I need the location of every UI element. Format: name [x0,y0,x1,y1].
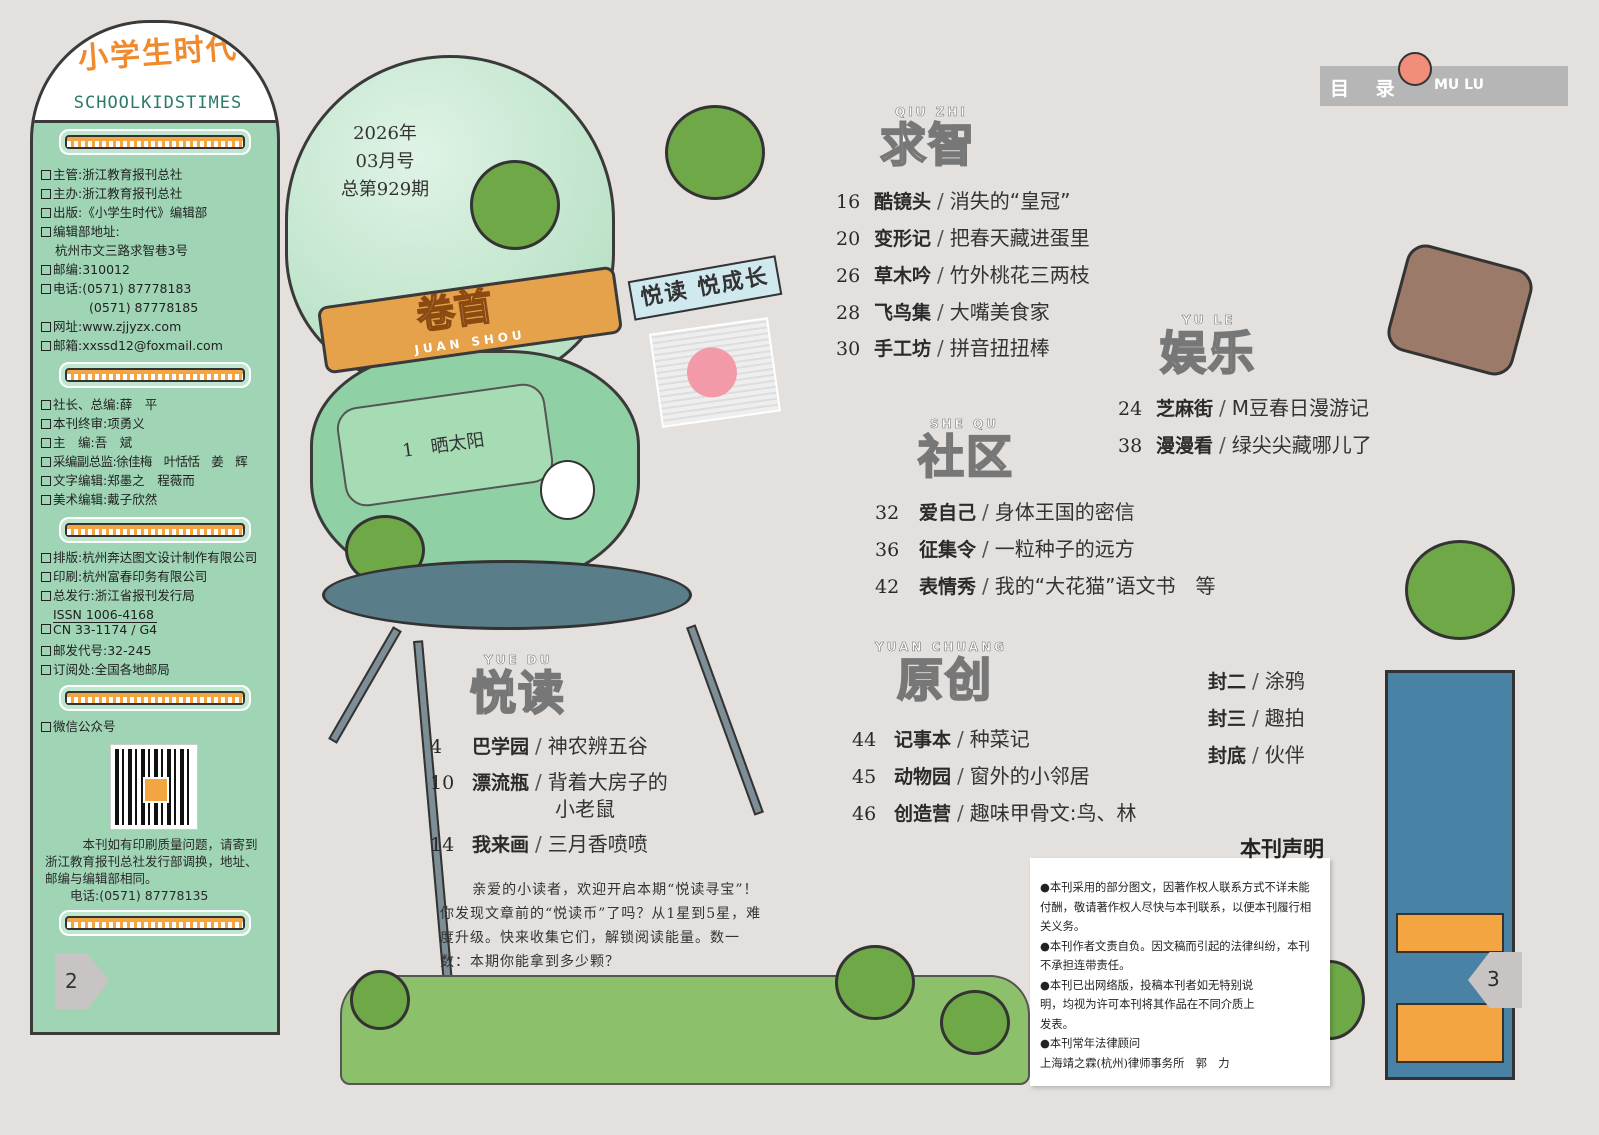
issue-total: 总第929期 [340,179,430,200]
statement-item: ●本刊作者文责自负。因文稿而引起的法律纠纷，本刊不承担连带责任。 [1040,939,1310,973]
page-number-left: 2 [55,953,109,1009]
issue-info: 2026年 03月号 总第929期 [335,120,435,204]
info-line: 总发行:浙江省报刊发行局 [41,586,195,605]
mascot-icon [1398,52,1432,86]
robot-arm [328,626,402,744]
issue-year: 2026年 [353,123,417,144]
flying-character-illustration [665,105,765,200]
info-line: 电话:(0571) 87778183 [41,279,191,298]
divider-tube [65,916,245,930]
toc-cover-item[interactable]: 封二/涂鸦 [1208,669,1305,693]
statement-item: ●本刊常年法律顾问 [1040,1037,1141,1050]
info-line: 邮发代号:32-245 [41,641,152,660]
info-line: 本刊终审:项勇义 [41,414,145,433]
juanshou-page: 1 [401,439,416,462]
issue-month: 03月号 [355,151,415,172]
contents-title-pinyin: MU LU [1434,77,1484,93]
logo-subtitle: SCHOOLKIDSTIMES [73,93,243,113]
wechat-qr-code[interactable] [110,744,198,830]
info-line: 排版:杭州奔达图文设计制作有限公司 [41,548,257,567]
yuedu-flag: 悦读 悦成长 [627,255,783,321]
toc-cover-item[interactable]: 封三/趣拍 [1208,706,1305,730]
green-character-illustration [350,970,410,1030]
info-line: 主办:浙江教育报刊总社 [41,184,182,203]
grass-illustration [340,975,1030,1085]
info-line: 微信公众号 [41,717,116,736]
logo-title: 小学生时代 [76,30,239,77]
robot-leg [686,624,764,816]
brown-character-illustration [1382,240,1538,380]
info-line: 文字编辑:郑墨之 程薇而 [41,471,195,490]
statement-item: ●本刊采用的部分图文，因著作权人联系方式不详未能付酬，敬请著作权人尽快与本刊联系… [1040,881,1312,933]
info-line: 印刷:杭州富春印务有限公司 [41,567,207,586]
yuedu-intro-text: 亲爱的小读者，欢迎开启本期“悦读寻宝”！你发现文章前的“悦读币”了吗？从1星到5… [440,882,762,970]
contents-header: 目 录 MU LU [1320,52,1568,106]
toc-cover-item[interactable]: 封底/伙伴 [1208,743,1305,767]
info-line: 主管:浙江教育报刊总社 [41,165,182,184]
info-line: (0571) 87778185 [89,300,199,315]
statement-title: 本刊声明 [1240,837,1324,861]
green-character-illustration [1405,540,1515,640]
info-line: 采编副总监:徐佳梅 叶恬恬 姜 辉 [41,452,248,471]
info-line: 编辑部地址: [41,222,120,241]
divider-tube [65,523,245,537]
juanshou-title: 卷首 [413,283,496,339]
info-line: 主 编:吾 斌 [41,433,132,452]
statement-item: ●本刊已出网络版，投稿本刊者如无特别说明，均视为许可本刊将其作品在不同介质上发表… [1040,978,1255,1031]
juanshou-article: 晒太阳 [429,429,486,458]
masthead-panel: 小学生时代 SCHOOLKIDSTIMES 主管:浙江教育报刊总社 主办:浙江教… [30,20,280,1035]
divider-tube [65,368,245,382]
info-line: 邮箱:xxssd12@foxmail.com [41,336,223,355]
shelf-illustration [1385,670,1515,1080]
green-character-illustration [470,160,560,250]
info-line: 社长、总编:薛 平 [41,395,157,414]
logo: 小学生时代 SCHOOLKIDSTIMES [33,23,277,123]
contents-title: 目 录 [1330,78,1405,100]
statement-box: ●本刊采用的部分图文，因著作权人联系方式不详未能付酬，敬请著作权人尽快与本刊联系… [1030,858,1330,1086]
info-line: 邮编:310012 [41,260,130,279]
divider-tube [65,135,245,149]
info-line: 出版:《小学生时代》编辑部 [41,203,207,222]
info-line: 网址:www.zjjyzx.com [41,317,181,336]
divider-tube [65,691,245,705]
statement-lawyer: 上海靖之霖(杭州)律师事务所 郭 力 [1040,1056,1230,1070]
flower-card-illustration [648,317,782,428]
print-quality-notice: 本刊如有印刷质量问题，请寄到浙江教育报刊总社发行部调换，地址、邮编与编辑部相同。… [45,837,258,903]
kid-character-illustration [540,460,595,520]
green-character-illustration [835,945,915,1020]
green-character-illustration [940,990,1010,1055]
robot-saucer-illustration [322,560,692,630]
info-line: 订阅处:全国各地邮局 [41,660,170,679]
info-line: 美术编辑:戴子欣然 [41,490,157,509]
info-line: 杭州市文三路求智巷3号 [55,243,188,258]
page-number-right: 3 [1487,967,1500,991]
